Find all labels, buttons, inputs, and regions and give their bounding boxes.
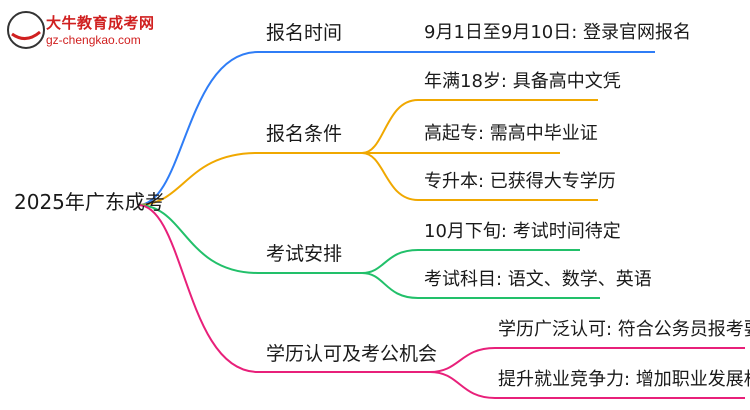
category-degree-recognition: 学历认可及考公机会 bbox=[266, 343, 438, 365]
category-exam-arrangement: 考试安排 bbox=[266, 243, 343, 265]
link-root-exam-arrangement bbox=[137, 204, 362, 274]
leaf-high-to-college: 高起专: 需高中毕业证 bbox=[424, 123, 598, 144]
leaf-competitiveness: 提升就业竞争力: 增加职业发展机会 bbox=[498, 369, 750, 390]
link-root-degree-recognition bbox=[137, 204, 430, 373]
leaf-exam-subjects: 考试科目: 语文、数学、英语 bbox=[424, 269, 652, 290]
leaf-college-to-bachelor: 专升本: 已获得大专学历 bbox=[424, 171, 616, 192]
logo-badge-icon bbox=[7, 11, 45, 49]
link-root-registration-time bbox=[137, 51, 402, 206]
link-root-eligibility bbox=[137, 152, 362, 206]
link-leaf-competitiveness bbox=[429, 371, 745, 399]
link-leaf-exam-subjects bbox=[361, 272, 600, 299]
site-logo: 大牛教育成考网 gz-chengkao.com bbox=[6, 8, 166, 52]
link-leaf-college-to-bachelor bbox=[361, 152, 598, 201]
category-eligibility: 报名条件 bbox=[266, 123, 343, 145]
link-leaf-wide-recognition bbox=[429, 347, 745, 373]
leaf-exam-date: 10月下旬: 考试时间待定 bbox=[424, 221, 621, 242]
link-leaf-age-requirement bbox=[361, 99, 598, 154]
category-registration-time: 报名时间 bbox=[266, 22, 343, 44]
mindmap-root: 2025年广东成考 bbox=[14, 190, 165, 214]
logo-url: gz-chengkao.com bbox=[46, 33, 141, 47]
leaf-registration-date: 9月1日至9月10日: 登录官网报名 bbox=[424, 22, 692, 43]
logo-title: 大牛教育成考网 bbox=[46, 14, 155, 32]
leaf-age-requirement: 年满18岁: 具备高中文凭 bbox=[424, 71, 621, 92]
link-leaf-exam-date bbox=[361, 249, 580, 274]
leaf-wide-recognition: 学历广泛认可: 符合公务员报考要求 bbox=[498, 319, 750, 340]
